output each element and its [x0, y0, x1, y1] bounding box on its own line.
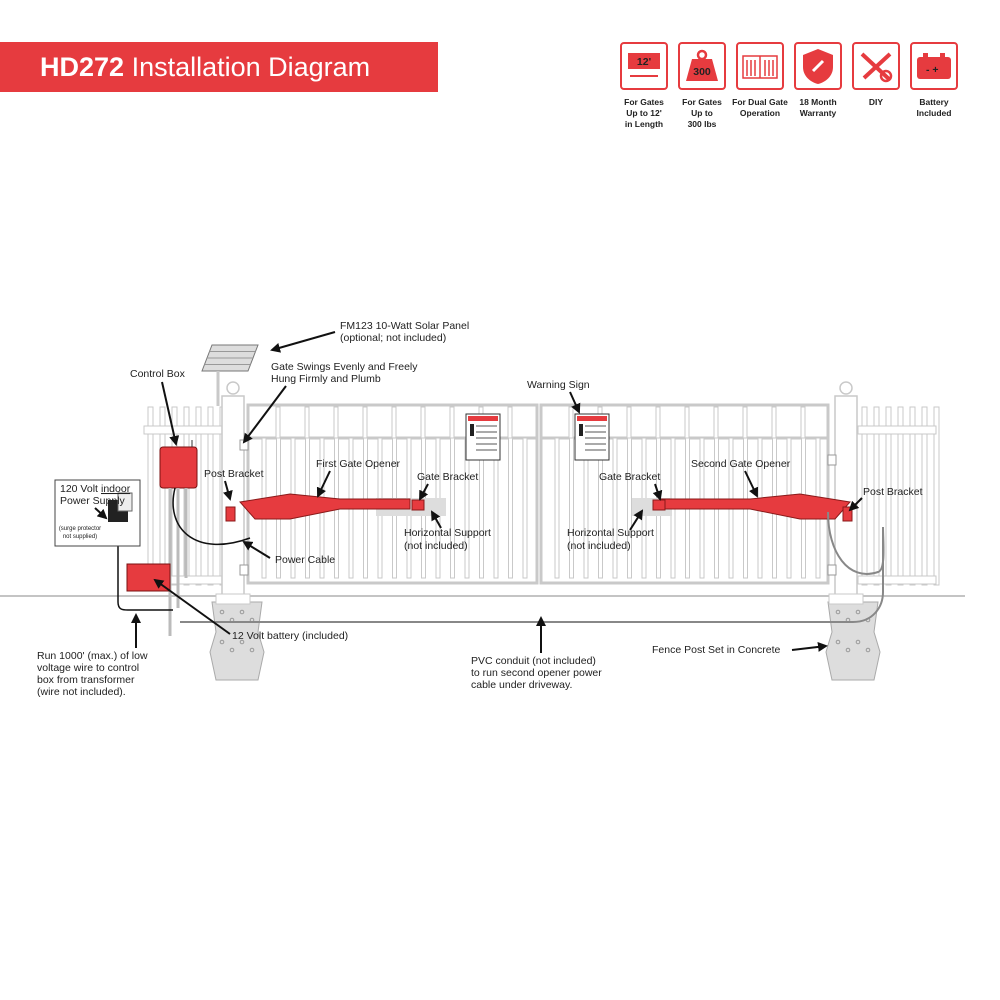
pvc-conduit-label-2: to run second opener power: [471, 667, 602, 679]
feature-label-line: 18 Month: [799, 97, 837, 107]
callout-arrow: [419, 483, 429, 501]
power-supply-label: 120 Volt: [60, 483, 98, 495]
horizontal-support-label: Horizontal Support: [567, 527, 654, 539]
feature-label-line: For Gates: [682, 97, 722, 107]
second-gate-opener: [652, 493, 853, 522]
gate-post: [215, 381, 251, 605]
gate-bracket-label: Gate Bracket: [599, 471, 660, 483]
feature-badge: DIY: [847, 42, 905, 108]
dual-gate-icon: [736, 42, 784, 90]
first-gate-opener: [225, 493, 425, 522]
hinge: [827, 454, 837, 466]
feature-label-line: Up to 12': [626, 108, 662, 118]
power-cable-label: Power Cable: [275, 554, 335, 566]
callout-arrow: [791, 641, 828, 652]
power-supply-note: (surge protector: [59, 526, 101, 532]
warning-sign: [574, 413, 610, 461]
feature-label-line: For Dual Gate: [732, 97, 788, 107]
gate-swing-note: Hung Firmly and Plumb: [271, 373, 381, 385]
callout-arrow: [161, 381, 180, 446]
icon-text: 300: [693, 66, 711, 78]
callout-arrow: [223, 480, 233, 501]
callout-arrow: [744, 470, 759, 498]
callout-arrow: [629, 509, 644, 531]
weight-icon: 300: [678, 42, 726, 90]
horizontal-support-note: (not included): [567, 540, 631, 552]
feature-label-line: For Gates: [624, 97, 664, 107]
feature-label-line: Included: [916, 108, 952, 118]
pvc-conduit-label-3: cable under driveway.: [471, 679, 572, 691]
callout-arrow: [569, 391, 581, 414]
run-wire-label-3: box from transformer: [37, 674, 135, 686]
power-cable: [117, 487, 885, 623]
feature-label-line: Warranty: [799, 108, 837, 118]
first-opener-label: First Gate Opener: [316, 458, 401, 470]
control-box-label: Control Box: [130, 368, 186, 380]
gate-swing-label: Gate Swings Evenly and Freely: [271, 361, 418, 373]
run-wire-label: Run 1000' (max.) of low: [37, 650, 148, 662]
feature-label-line: DIY: [868, 97, 884, 107]
warranty-shield-icon: [794, 42, 842, 90]
solar-panel: [201, 344, 259, 406]
solar-panel-label: FM123 10-Watt Solar Panel: [340, 320, 469, 332]
title-text: Installation Diagram: [131, 52, 371, 82]
battery-icon: - +: [910, 42, 958, 90]
horizontal-support-label: Horizontal Support: [404, 527, 491, 539]
icon-text: 12': [637, 56, 651, 68]
callout-arrow: [431, 510, 442, 529]
feature-label-line: Operation: [739, 108, 781, 118]
callout-arrow: [848, 497, 863, 512]
hinge: [239, 564, 249, 576]
control-box: [159, 440, 198, 489]
concrete-footing: [825, 601, 881, 681]
feature-label-line: Battery: [919, 97, 949, 107]
gate-post: [828, 381, 864, 605]
post-bracket-label: Post Bracket: [204, 468, 264, 480]
warning-sign-label: Warning Sign: [527, 379, 590, 391]
power-supply-box: [54, 479, 141, 547]
gate-length-icon: 12': [620, 42, 668, 90]
callout-arrow: [316, 470, 331, 498]
post-bracket-label: Post Bracket: [863, 486, 923, 498]
feature-label-line: in Length: [624, 119, 664, 129]
pvc-conduit-label: PVC conduit (not included): [471, 655, 596, 667]
callout-arrow: [270, 331, 336, 353]
title-banner: HD272 Installation Diagram: [0, 42, 438, 92]
tools-icon: [852, 42, 900, 90]
callout-arrow: [652, 483, 663, 501]
warning-sign: [465, 413, 501, 461]
second-opener-label: Second Gate Opener: [691, 458, 791, 470]
battery-label: 12 Volt battery (included): [232, 630, 348, 642]
power-supply-indoor: indoor: [101, 483, 131, 495]
run-wire-label-2: voltage wire to control: [37, 662, 139, 674]
right-fence: [858, 407, 940, 586]
power-supply-label-2: Power Supply: [60, 495, 126, 507]
callout-arrow: [94, 507, 108, 520]
gate-bracket-label: Gate Bracket: [417, 471, 478, 483]
solar-panel-note: (optional; not included): [340, 332, 446, 344]
horizontal-support-note: (not included): [404, 540, 468, 552]
model-name: HD272: [40, 52, 125, 82]
svg-text:- +: - +: [926, 64, 939, 76]
power-supply-note-2: not supplied): [63, 534, 97, 540]
callout-arrow: [242, 385, 287, 444]
callout-arrow: [242, 540, 271, 559]
feature-label-line: Up to: [691, 108, 713, 118]
hinge: [827, 564, 837, 576]
concrete-label: Fence Post Set in Concrete: [652, 644, 781, 656]
run-wire-label-4: (wire not included).: [37, 686, 126, 698]
feature-label-line: 300 lbs: [687, 119, 717, 129]
callout-arrow: [153, 578, 231, 635]
